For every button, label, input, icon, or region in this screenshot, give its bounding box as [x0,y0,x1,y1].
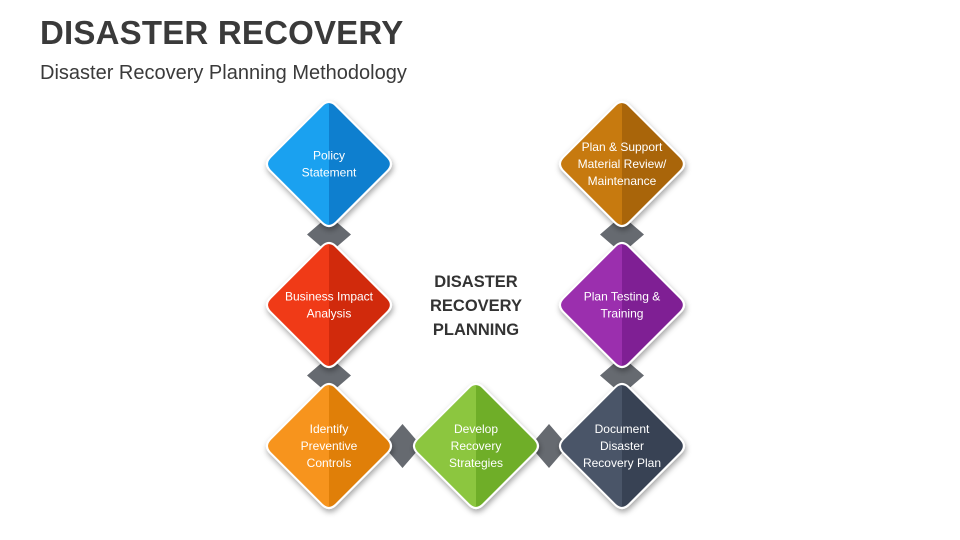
step-label-line: Recovery Plan [583,456,661,470]
connectors [307,215,644,468]
step-label-line: Plan & Support [582,140,663,154]
step-label-line: Analysis [307,307,352,321]
connector-4 [530,424,568,468]
page-subtitle: Disaster Recovery Planning Methodology [40,62,407,84]
step-label-line: Maintenance [588,174,657,188]
center-label-line-1: DISASTER [434,273,518,291]
connector-2 [307,356,351,395]
step-label-line: Develop [454,422,498,436]
step-shape-highlight [268,244,329,366]
step-shape-highlight [415,385,476,507]
step-label-line: Recovery [451,439,502,453]
step-label-line: Plan Testing & [584,290,661,304]
connector-6 [600,215,644,254]
step-shape-highlight [268,103,329,225]
step-label-line: Strategies [449,456,503,470]
step-label-line: Training [601,307,644,321]
connector-1 [307,215,351,254]
step-label-line: Statement [302,166,357,180]
step-label-line: Document [595,422,650,436]
step-label-line: Policy [313,149,345,163]
step-shape-highlight [561,103,622,225]
center-label-line-2: RECOVERY [430,297,522,315]
center-label: DISASTER RECOVERY PLANNING [406,270,546,342]
step-label-line: Business Impact [285,290,374,304]
connector-3 [383,424,422,468]
step-shape-highlight [268,385,329,507]
step-shape-highlight [561,244,622,366]
connector-5 [600,356,644,395]
page-title: DISASTER RECOVERY [40,14,404,51]
step-label-line: Controls [307,456,352,470]
step-label-line: Material Review/ [578,157,667,171]
step-label-line: Disaster [600,439,644,453]
step-plan-testing-training: Plan Testing & Training [558,241,686,369]
step-shape-highlight [561,385,622,507]
step-label-line: Identify [310,422,349,436]
step-label-line: Preventive [301,439,358,453]
center-label-line-3: PLANNING [432,321,520,339]
